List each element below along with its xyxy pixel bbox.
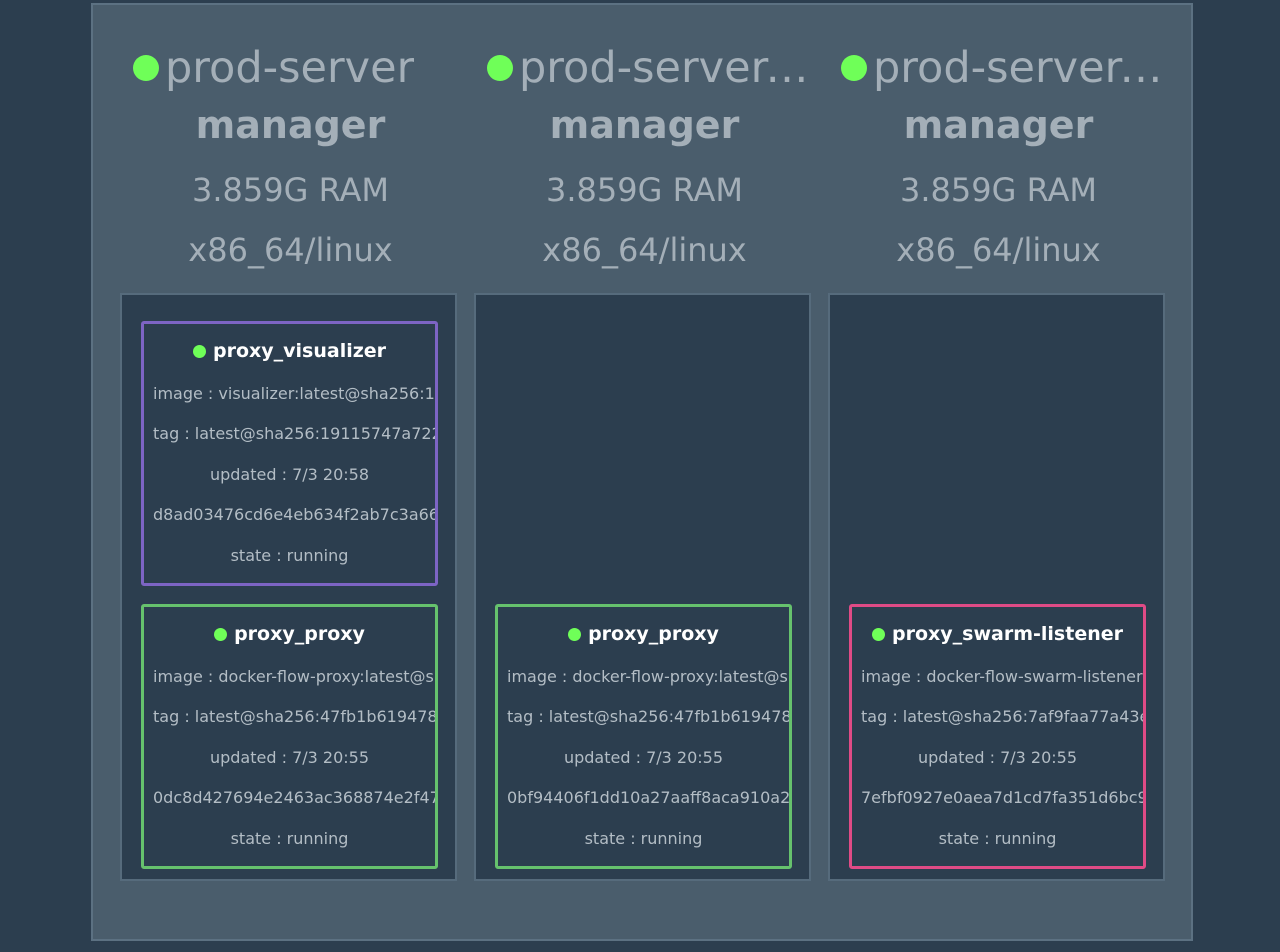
task-state: state : running xyxy=(938,829,1057,848)
node-role: manager xyxy=(903,103,1094,147)
task-image: image : docker-flow-swarm-listener: xyxy=(861,667,1143,686)
task-updated: updated : 7/3 20:55 xyxy=(209,748,370,767)
task-id: 0dc8d427694e2463ac368874e2f478 xyxy=(153,788,435,807)
task-name: proxy_proxy xyxy=(588,623,719,645)
node-arch: x86_64/linux xyxy=(542,231,747,269)
task-status-dot-icon xyxy=(214,627,228,641)
task-tag: tag : latest@sha256:47fb1b619478d xyxy=(507,707,789,726)
node-role: manager xyxy=(195,103,386,147)
task-card-proxy-swarm-listener[interactable]: proxy_swarm-listener image : docker-flow… xyxy=(849,604,1146,869)
node-name: prod-server-… xyxy=(519,43,819,93)
task-id: 0bf94406f1dd10a27aaff8aca910a25 xyxy=(507,788,789,807)
task-id: 7efbf0927e0aea7d1cd7fa351d6bc9c xyxy=(861,788,1143,807)
node-ram: 3.859G RAM xyxy=(191,171,389,209)
task-updated: updated : 7/3 20:55 xyxy=(917,748,1078,767)
task-status-dot-icon xyxy=(568,627,582,641)
node-header: prod-server-… manager 3.859G RAM x86_64/… xyxy=(821,5,1176,295)
node-tasks-column-3: proxy_swarm-listener image : docker-flow… xyxy=(828,293,1165,881)
task-image: image : docker-flow-proxy:latest@sh xyxy=(153,667,435,686)
node-name: prod-server-… xyxy=(873,43,1173,93)
task-id: d8ad03476cd6e4eb634f2ab7c3a66f2 xyxy=(153,505,435,524)
node-arch: x86_64/linux xyxy=(896,231,1101,269)
node-header: prod-server manager 3.859G RAM x86_64/li… xyxy=(113,5,468,295)
task-status-dot-icon xyxy=(872,627,885,641)
node-name-row: prod-server xyxy=(133,39,468,97)
node-tasks-column-1: proxy_visualizer image : visualizer:late… xyxy=(120,293,457,881)
task-tag: tag : latest@sha256:47fb1b619478d xyxy=(153,707,435,726)
task-updated: updated : 7/3 20:55 xyxy=(563,748,724,767)
node-header: prod-server-… manager 3.859G RAM x86_64/… xyxy=(467,5,822,295)
task-state: state : running xyxy=(230,546,349,565)
swarm-panel: prod-server manager 3.859G RAM x86_64/li… xyxy=(91,3,1193,941)
task-status-dot-icon xyxy=(192,344,206,358)
node-status-dot-icon xyxy=(487,55,513,81)
task-title-row: proxy_proxy xyxy=(498,623,789,645)
task-state: state : running xyxy=(584,829,703,848)
node-arch: x86_64/linux xyxy=(188,231,393,269)
task-tag: tag : latest@sha256:19115747a7229 xyxy=(153,424,435,443)
node-status-dot-icon xyxy=(133,55,159,81)
task-tag: tag : latest@sha256:7af9faa77a43e0 xyxy=(861,707,1143,726)
task-title-row: proxy_visualizer xyxy=(144,340,435,362)
node-ram: 3.859G RAM xyxy=(545,171,743,209)
node-name: prod-server xyxy=(165,43,415,93)
task-title-row: proxy_swarm-listener xyxy=(852,623,1143,645)
node-name-row: prod-server-… xyxy=(841,39,1176,97)
task-image: image : visualizer:latest@sha256:191 xyxy=(153,384,435,403)
task-updated: updated : 7/3 20:58 xyxy=(209,465,370,484)
task-name: proxy_visualizer xyxy=(212,340,387,362)
task-card-proxy-proxy[interactable]: proxy_proxy image : docker-flow-proxy:la… xyxy=(141,604,438,869)
task-image: image : docker-flow-proxy:latest@sh xyxy=(507,667,789,686)
node-tasks-column-2: proxy_proxy image : docker-flow-proxy:la… xyxy=(474,293,811,881)
task-name: proxy_proxy xyxy=(234,623,365,645)
node-role: manager xyxy=(549,103,740,147)
task-name: proxy_swarm-listener xyxy=(892,623,1123,645)
node-status-dot-icon xyxy=(841,55,867,81)
node-name-row: prod-server-… xyxy=(487,39,822,97)
task-state: state : running xyxy=(230,829,349,848)
task-card-proxy-visualizer[interactable]: proxy_visualizer image : visualizer:late… xyxy=(141,321,438,586)
task-title-row: proxy_proxy xyxy=(144,623,435,645)
task-card-proxy-proxy[interactable]: proxy_proxy image : docker-flow-proxy:la… xyxy=(495,604,792,869)
node-ram: 3.859G RAM xyxy=(899,171,1097,209)
